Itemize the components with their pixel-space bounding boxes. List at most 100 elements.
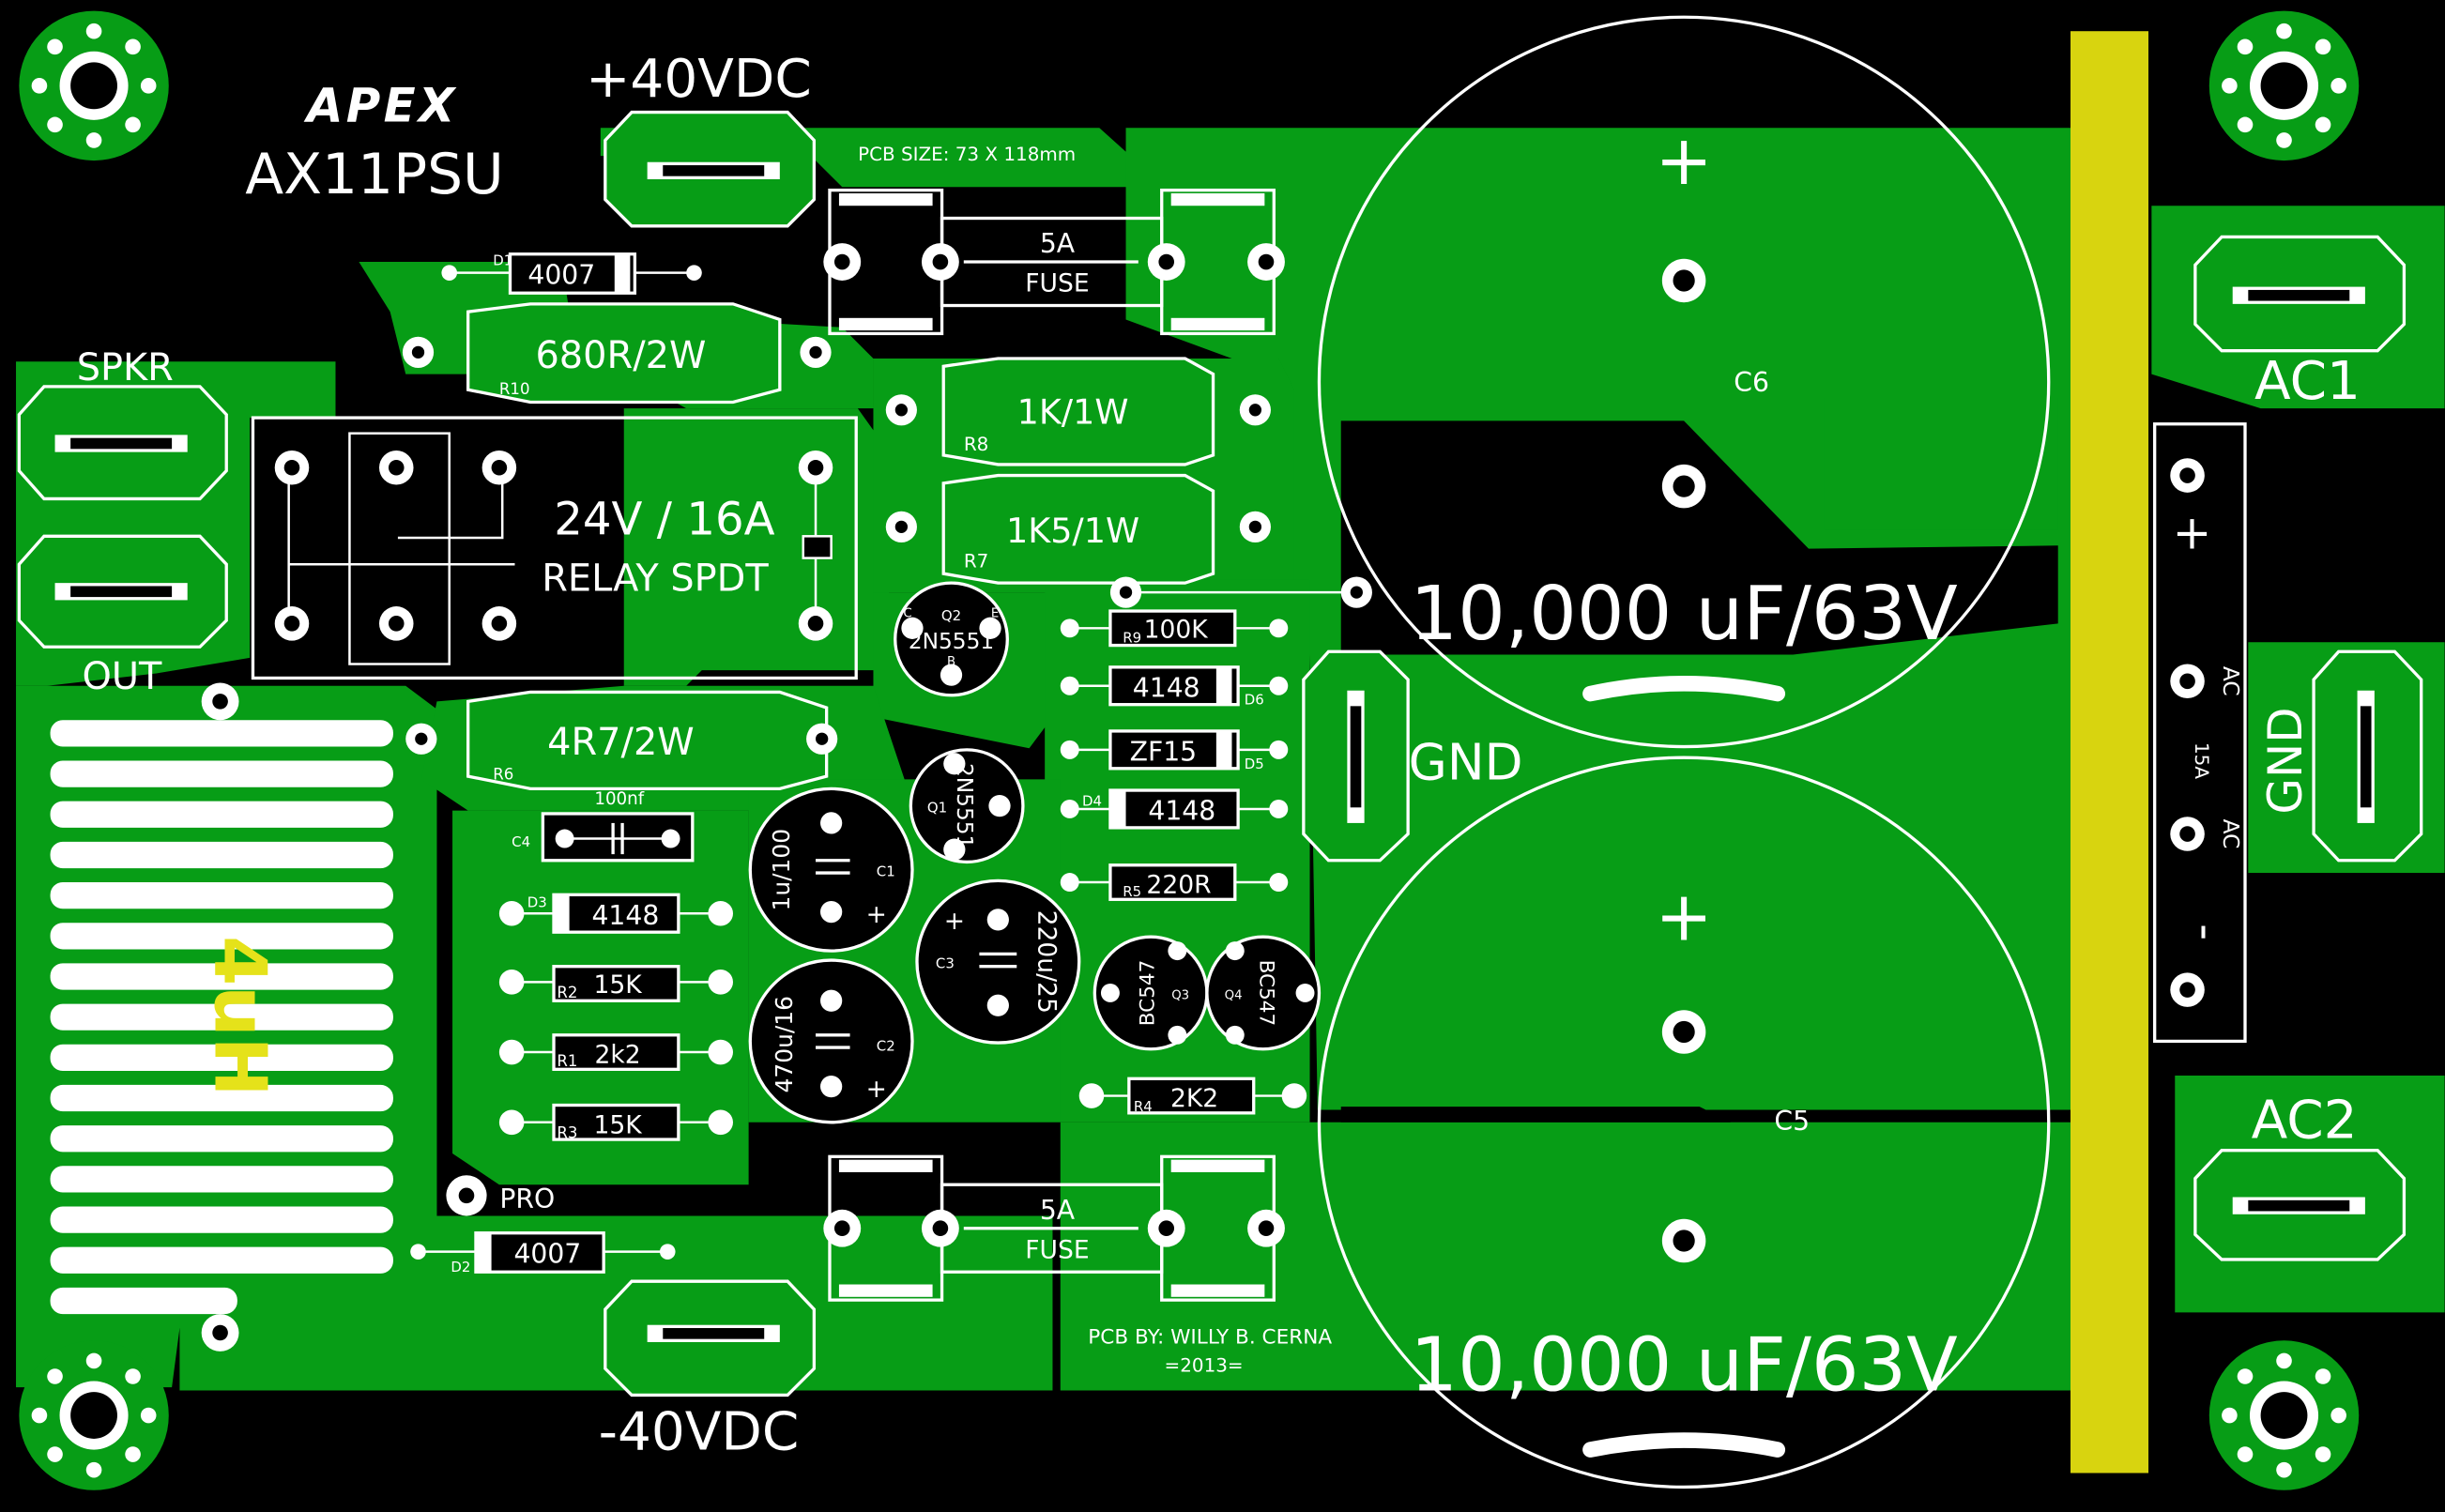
mounting-hole-top-right	[2208, 10, 2360, 161]
bridge-rectifier: + AC 15A AC -	[2153, 422, 2247, 1044]
r7-value: 1K5/1W	[1006, 511, 1139, 551]
d5-ref: D5	[1245, 756, 1264, 772]
r5-value: 220R	[1146, 871, 1211, 900]
svg-text:+: +	[866, 1075, 887, 1104]
r5-ref: R5	[1123, 883, 1141, 900]
relay: 24V / 16A RELAY SPDT	[251, 416, 858, 680]
r9-ref: R9	[1123, 629, 1141, 646]
c2-ref: C2	[877, 1037, 895, 1054]
r10-ref: R10	[499, 380, 530, 398]
bridge-ac-top: AC	[2218, 666, 2243, 696]
speaker-label: SPKR	[77, 346, 174, 389]
output-label: OUT	[83, 655, 163, 698]
d1-value: 4007	[527, 259, 595, 290]
r6-value: 4R7/2W	[547, 721, 695, 764]
d6-value: 4148	[1133, 672, 1200, 703]
relay-rating: 24V / 16A	[554, 494, 774, 546]
c5-value: 10,000 uF/63V	[1410, 1321, 1957, 1408]
r1-value: 2k2	[595, 1041, 641, 1070]
d4-ref: D4	[1082, 793, 1102, 810]
ground-label-left: GND	[1409, 733, 1523, 791]
d2-value: 4007	[513, 1238, 581, 1269]
q1-value: 2N5551	[952, 763, 977, 848]
d4-value: 4148	[1148, 796, 1215, 827]
c4-value: 100nf	[594, 789, 644, 809]
r8-ref: R8	[964, 434, 989, 455]
q2-pin-e: E	[991, 607, 999, 621]
r8-value: 1K/1W	[1017, 392, 1129, 433]
r10-value: 680R/2W	[535, 334, 706, 377]
c3-ref: C3	[936, 955, 955, 971]
board-model: AX11PSU	[245, 143, 504, 207]
ac1-label: AC1	[2254, 351, 2361, 412]
c5-plus: +	[1655, 877, 1712, 956]
d2-ref: D2	[451, 1259, 470, 1275]
bridge-minus: -	[2179, 924, 2234, 940]
c3-value: 220u/25	[1032, 910, 1062, 1014]
active-components: Q2 2N5551 C E B 2N5551 Q1 1u/100 C1 + 22…	[446, 581, 1322, 1216]
svg-text:+: +	[866, 900, 887, 929]
mounting-hole-top-left	[19, 10, 169, 161]
d6-ref: D6	[1245, 692, 1264, 709]
capacitor-c5: + C5 10,000 uF/63V	[1317, 756, 2051, 1489]
d3-ref: D3	[527, 894, 547, 911]
c1-ref: C1	[877, 863, 895, 879]
board-labels: APEX AX11PSU +40VDC -40VDC PCB SIZE: 73 …	[77, 49, 2361, 1463]
protection-label: PRO	[499, 1184, 555, 1214]
pcb-size-label: PCB SIZE: 73 X 118mm	[858, 144, 1076, 165]
c6-ref: C6	[1734, 367, 1769, 398]
axial-components: D1 4007 R10 680R/2W R8 1K/1W R7 1K5/1W R…	[402, 252, 1372, 1275]
fuse-top-rating: 5A	[1040, 228, 1076, 259]
c6-plus: +	[1655, 121, 1712, 201]
r9-value: 100K	[1144, 615, 1209, 644]
fuse-bottom-label: FUSE	[1025, 1235, 1089, 1264]
capacitor-c6: + C6 10,000 uF/63V	[1317, 15, 2051, 749]
credit-label: PCB BY: WILLY B. CERNA	[1088, 1326, 1332, 1350]
r2-ref: R2	[557, 984, 577, 1001]
heatsink-bar	[2070, 31, 2149, 1474]
inductor-value: 4uH	[198, 936, 282, 1096]
r4-ref: R4	[1134, 1098, 1153, 1115]
mounting-hole-bottom-right	[2208, 1340, 2360, 1490]
ground-label-right: GND	[2258, 707, 2313, 814]
mounting-hole-bottom-left	[19, 1340, 169, 1490]
fuse-bottom: 5A FUSE	[823, 1154, 1285, 1302]
brand-logo: APEX	[303, 79, 458, 133]
mounting-holes	[19, 10, 2360, 1490]
c1-value: 1u/100	[768, 829, 795, 911]
relay-type: RELAY SPDT	[542, 557, 769, 600]
r1-ref: R1	[557, 1052, 577, 1070]
fuse-top-label: FUSE	[1025, 269, 1089, 298]
q2-pin-c: C	[903, 607, 911, 621]
r3-value: 15K	[593, 1110, 642, 1139]
bridge-ac-bottom: AC	[2218, 819, 2243, 849]
c5-ref: C5	[1774, 1106, 1810, 1137]
q3-ref: Q3	[1171, 989, 1189, 1003]
q2-value: 2N5551	[909, 629, 994, 654]
c4-ref: C4	[512, 833, 530, 850]
r6-ref: R6	[493, 765, 513, 783]
c6-value: 10,000 uF/63V	[1410, 570, 1957, 657]
d1-ref: D1	[493, 252, 512, 268]
c2-value: 470u/16	[771, 996, 798, 1092]
d3-value: 4148	[591, 900, 659, 931]
svg-text:+: +	[944, 907, 965, 936]
terminal-pads	[17, 110, 2423, 1397]
r7-ref: R7	[964, 551, 989, 573]
q3-value: BC547	[1136, 960, 1159, 1027]
fuse-bottom-rating: 5A	[1040, 1195, 1076, 1226]
d5-value: ZF15	[1130, 736, 1197, 767]
q4-value: BC547	[1254, 960, 1277, 1027]
r4-value: 2K2	[1170, 1084, 1218, 1113]
pos-supply-label: +40VDC	[586, 49, 812, 110]
inductor-l1: 4uH	[50, 682, 393, 1352]
ac2-label: AC2	[2252, 1090, 2358, 1151]
bridge-plus: +	[2173, 506, 2212, 560]
year-label: =2013=	[1165, 1355, 1244, 1377]
q4-ref: Q4	[1225, 989, 1243, 1003]
q2-ref: Q2	[941, 607, 961, 624]
fuse-top: 5A FUSE	[823, 188, 1285, 336]
q2-pin-b: B	[947, 655, 955, 669]
bridge-rating: 15A	[2191, 742, 2212, 779]
